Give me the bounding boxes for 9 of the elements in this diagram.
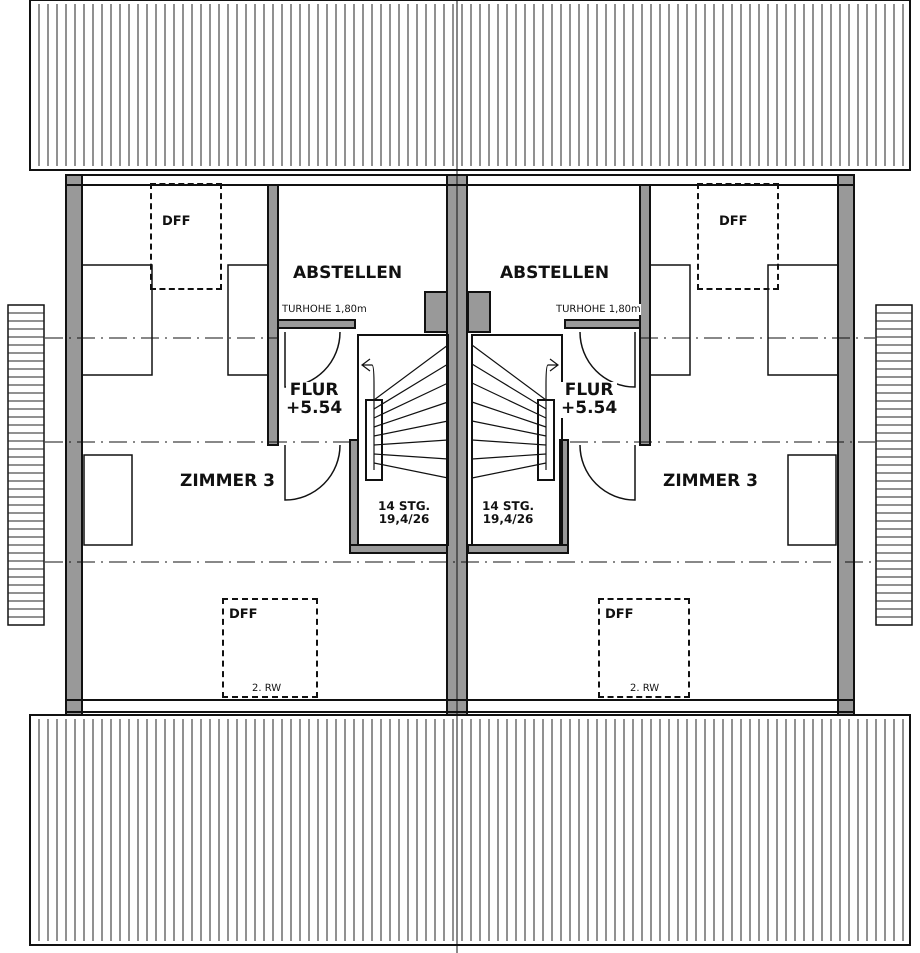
room-label: FLUR +5.54 <box>561 382 618 418</box>
note-label: 2. RW <box>630 683 660 694</box>
skylight-outline <box>150 183 222 290</box>
note-label: 2. RW <box>252 683 282 694</box>
room-label: 14 STG. 19,4/26 <box>482 500 534 526</box>
room-label: 14 STG. 19,4/26 <box>378 500 430 526</box>
note-label: TURHOHE 1,80m <box>556 304 641 315</box>
skylight-outline <box>697 183 779 290</box>
note-label: TURHOHE 1,80m <box>282 304 367 315</box>
